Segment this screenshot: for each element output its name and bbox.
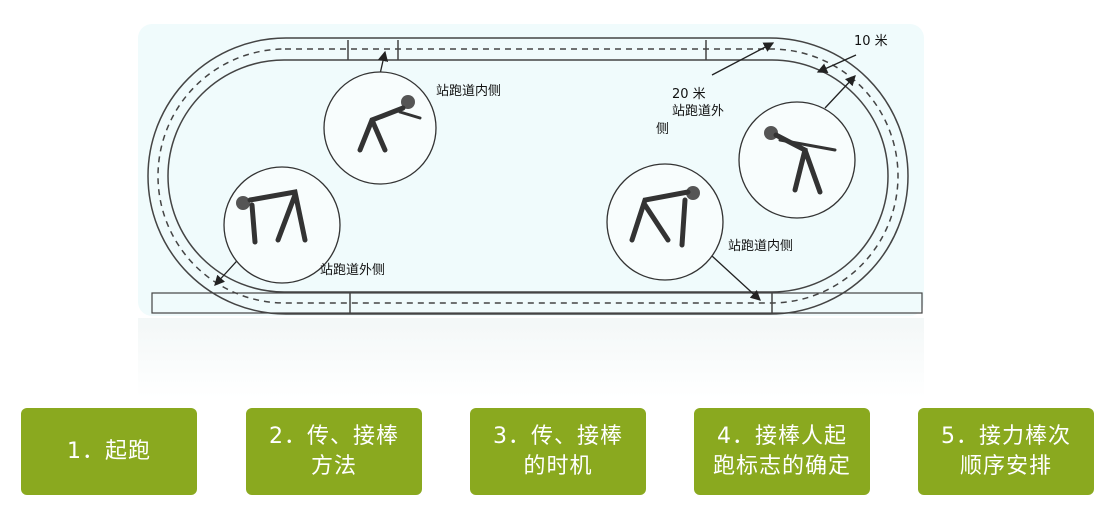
relay-track-diagram — [147, 37, 923, 315]
label-outer-left: 站跑道外侧 — [320, 263, 386, 278]
start-straight — [151, 292, 923, 314]
athlete-circle-3 — [606, 163, 724, 281]
step-label: 5．接力棒次 — [941, 423, 1071, 449]
step-label-2: 顺序安排 — [959, 453, 1052, 479]
step-label: 1．起跑 — [67, 438, 151, 464]
label-inner-left: 站跑道内侧 — [436, 84, 502, 99]
step-label-2: 的时机 — [523, 453, 593, 479]
step-1-start[interactable]: 1．起跑 — [21, 408, 197, 495]
athlete-figures — [236, 95, 837, 248]
label-outer-right: 站跑道外 — [672, 104, 725, 119]
step-label: 4．接棒人起 — [716, 423, 847, 449]
athlete-circle-4 — [738, 101, 856, 219]
step-label: 2．传、接棒 — [269, 423, 399, 449]
label-inner-right: 站跑道内侧 — [728, 239, 794, 254]
step-label-2: 方法 — [310, 453, 357, 479]
step-4-start-mark[interactable]: 4．接棒人起跑标志的确定 — [694, 408, 870, 495]
step-5-order[interactable]: 5．接力棒次顺序安排 — [918, 408, 1094, 495]
track-inner-line — [167, 59, 889, 293]
athlete-circle-1 — [323, 71, 437, 185]
label-10m: 10 米 — [854, 34, 888, 49]
label-20m: 20 米 — [672, 87, 706, 102]
step-3-pass-timing[interactable]: 3．传、接棒的时机 — [470, 408, 646, 495]
diagram-reflection — [138, 318, 924, 398]
step-label: 3．传、接棒 — [493, 423, 623, 449]
label-outer-right-2: 侧 — [656, 122, 670, 137]
step-label-2: 跑标志的确定 — [712, 453, 851, 479]
track-lane-dashed — [157, 48, 899, 304]
step-2-pass-method[interactable]: 2．传、接棒方法 — [246, 408, 422, 495]
track-outer-line — [147, 37, 909, 315]
